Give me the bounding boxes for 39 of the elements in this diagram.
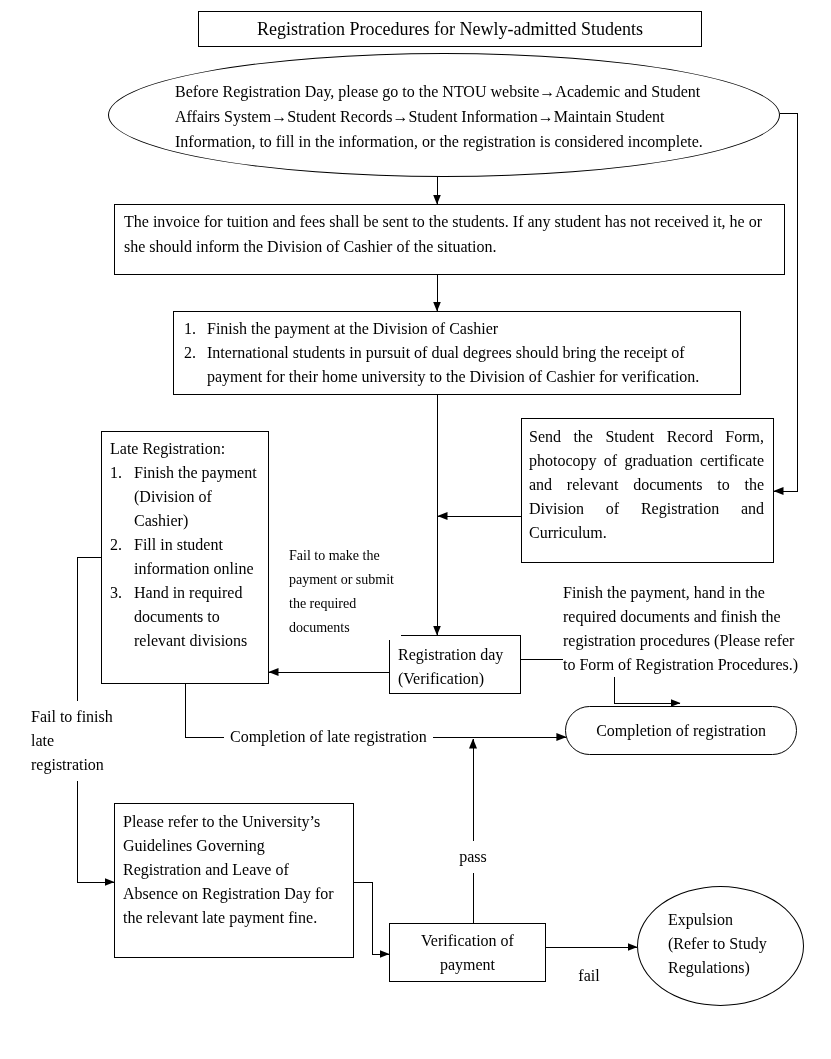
diagram-title: Registration Procedures for Newly-admitted Students [257, 18, 643, 40]
list-number: 2. [184, 343, 197, 363]
arrow [437, 512, 522, 520]
terminal-shape [565, 706, 797, 755]
process-box [173, 311, 741, 395]
step-text: Before Registration Day, please go to the NTOU website→Academic and Student Affairs System→Student Records→Student Information→Maintain Student Information, to fill in the information, or the registration is considered incomplete. [175, 82, 704, 153]
list-heading: Late Registration: [110, 439, 227, 460]
arrow [433, 176, 441, 205]
list-number: 1. [184, 319, 197, 339]
list-item: International students in pursuit of dual degrees should bring the receipt of payment for their home university to the Division of Cashier for verification. [207, 343, 701, 388]
arrow [545, 943, 638, 951]
process-box [389, 923, 546, 982]
list-item: Finish the payment at the Division of Cashier [207, 319, 500, 340]
step-text: Expulsion (Refer to Study Regulations) [668, 910, 768, 979]
connector-line [436, 394, 438, 517]
arrow [268, 668, 390, 676]
list-number: 3. [110, 583, 123, 603]
arrow [353, 881, 390, 958]
step-text: Please refer to the University’s Guidelines Governing Registration and Leave of Absence on Registration Day for the relevant late payment fine. [123, 812, 335, 929]
arrow [433, 274, 441, 312]
list-item: Hand in required documents to relevant divisions [134, 583, 249, 651]
list-item: Finish the payment (Division of Cashier) [134, 463, 258, 532]
step-text: Completion of registration [596, 720, 766, 742]
list-number: 2. [110, 535, 123, 555]
edge-label: pass [457, 841, 489, 873]
process-box [114, 803, 354, 958]
step-text: Send the Student Record Form, photocopy of graduation certificate and relevant documents to the Division of Registration and Curriculum. [529, 427, 764, 543]
arrow [472, 733, 567, 741]
list-item: Fill in student information online [134, 535, 255, 579]
arrow [773, 112, 798, 495]
arrow [433, 515, 441, 636]
step-text: Registration day (Verification) [398, 645, 505, 690]
step-text: Verification of payment [420, 931, 515, 976]
list-number: 1. [110, 463, 123, 483]
process-box [114, 204, 785, 275]
process-box [389, 635, 521, 694]
process-box [521, 418, 774, 563]
process-box [101, 431, 269, 684]
step-text: The invoice for tuition and fees shall be sent to the students. If any student has not received it, he or she should inform the Division of Cashier of the situation. [124, 212, 764, 257]
